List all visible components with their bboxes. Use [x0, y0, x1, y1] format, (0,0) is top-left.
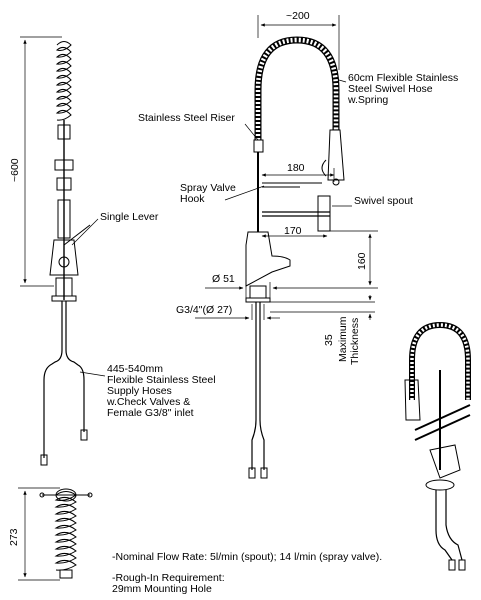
dim-height-total-label: ~600: [9, 158, 21, 182]
front-dims: [195, 15, 378, 320]
dim-height-total: [20, 36, 62, 287]
side-view: [40, 41, 91, 466]
label-single-lever: Single Lever: [100, 211, 159, 223]
front-spring-arch: [254, 36, 340, 140]
dim-bottom-width-label: 273: [8, 528, 20, 546]
dim-width-top: ~200: [286, 10, 310, 22]
front-view: [245, 36, 345, 479]
dim-bottom-width: [18, 487, 60, 581]
note-rough-in-2: 29mm Mounting Hole: [112, 583, 212, 595]
top-view: [39, 488, 93, 579]
dim-max-thickness-word1: Maximum: [337, 316, 349, 362]
note-flow-rate: -Nominal Flow Rate: 5l/min (spout); 14 l…: [112, 551, 383, 563]
dim-base-diameter: Ø 51: [212, 273, 235, 285]
label-riser: Stainless Steel Riser: [138, 112, 235, 124]
perspective-view: [404, 321, 471, 571]
side-spring: [55, 41, 72, 121]
note-rough-in-1: -Rough-In Requirement:: [112, 572, 225, 584]
label-spray-hook: Spray Valve Hook: [180, 182, 236, 205]
label-swivel-spout: Swivel spout: [354, 195, 413, 207]
dim-max-thickness-word2: Thickness: [349, 317, 361, 365]
dim-spray-hook-reach: 180: [287, 162, 305, 174]
label-hose: 60cm Flexible Stainless Steel Swivel Hos…: [348, 72, 459, 106]
dim-max-thickness-value: 35: [323, 334, 335, 346]
dim-spout-height: 160: [356, 252, 368, 270]
leader-lines: [71, 79, 352, 377]
dim-spout-reach: 170: [284, 225, 302, 237]
top-spring: [54, 491, 77, 571]
label-supply-hoses: 445-540mm Flexible Stainless Steel Suppl…: [107, 363, 216, 419]
dim-thread: G3/4"(Ø 27): [176, 304, 233, 316]
